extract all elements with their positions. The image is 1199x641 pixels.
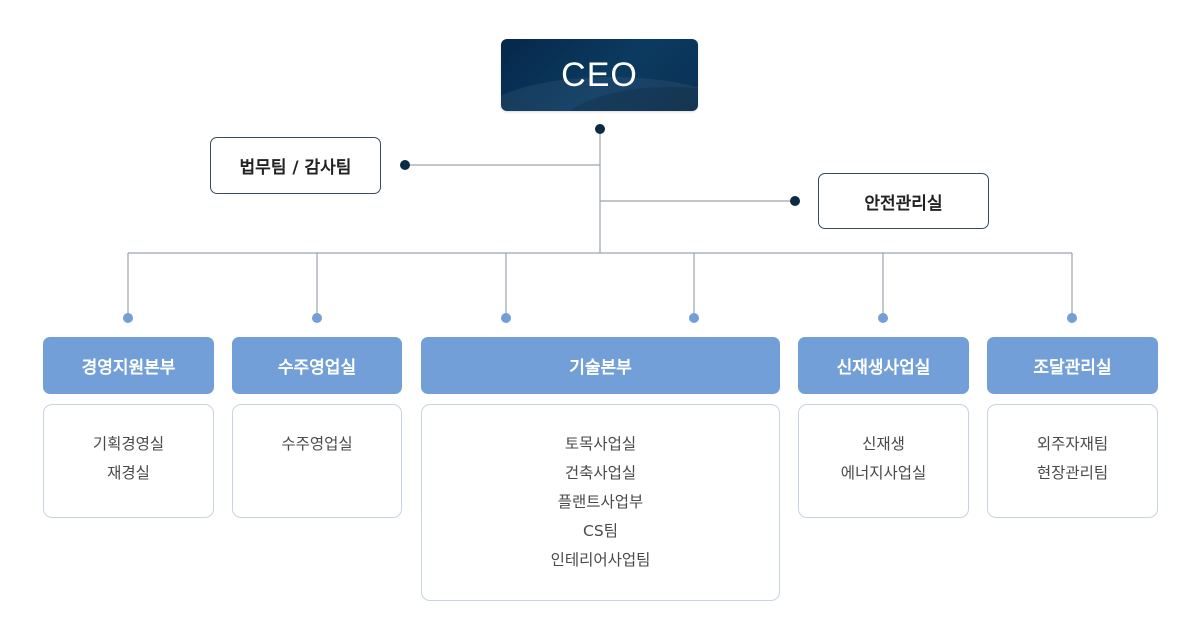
team-label: 현장관리팀 — [1036, 464, 1109, 482]
division-connector-dot — [312, 313, 322, 323]
team-label: 인테리어사업팀 — [550, 551, 651, 569]
division-header-renewable: 신재생사업실 — [798, 337, 969, 394]
team-label: 기획경영실 — [92, 435, 165, 453]
division-connector-dot — [1067, 313, 1077, 323]
team-label: 플랜트사업부 — [557, 493, 644, 511]
safety-connector-dot — [790, 196, 800, 206]
division-teams-management-support: 기획경영실 재경실 — [43, 404, 214, 518]
division-header-sales: 수주영업실 — [232, 337, 402, 394]
team-label: 에너지사업실 — [840, 464, 927, 482]
team-label: 건축사업실 — [564, 464, 637, 482]
legal-audit-box: 법무팀 / 감사팀 — [210, 137, 381, 194]
team-label: 신재생 — [862, 435, 905, 453]
division-header-management-support: 경영지원본부 — [43, 337, 214, 394]
division-teams-renewable: 신재생 에너지사업실 — [798, 404, 969, 518]
division-teams-sales: 수주영업실 — [232, 404, 402, 518]
division-teams-technology: 토목사업실 건축사업실 플랜트사업부 CS팀 인테리어사업팀 — [421, 404, 780, 601]
division-connector-dot — [689, 313, 699, 323]
ceo-label: CEO — [561, 55, 638, 94]
team-label: 외주자재팀 — [1036, 435, 1109, 453]
division-teams-procurement: 외주자재팀 현장관리팀 — [987, 404, 1158, 518]
team-label: 재경실 — [107, 464, 150, 482]
division-connector-dot — [501, 313, 511, 323]
safety-office-box: 안전관리실 — [818, 173, 989, 229]
ceo-node: CEO — [501, 39, 698, 111]
division-connector-dot — [878, 313, 888, 323]
division-connector-dot — [123, 313, 133, 323]
team-label: 토목사업실 — [564, 435, 637, 453]
division-header-technology: 기술본부 — [421, 337, 780, 394]
team-label: 수주영업실 — [281, 435, 353, 453]
division-header-procurement: 조달관리실 — [987, 337, 1158, 394]
team-label: CS팀 — [583, 522, 618, 540]
ceo-connector-dot — [595, 124, 605, 134]
legal-connector-dot — [400, 160, 410, 170]
